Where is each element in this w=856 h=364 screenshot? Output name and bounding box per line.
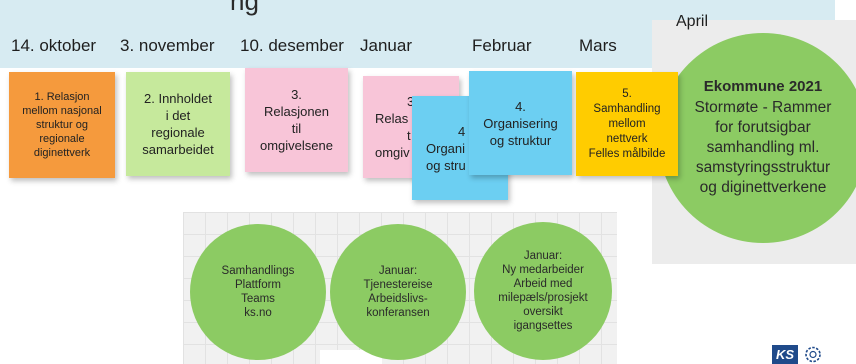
circle-text: konferansen (366, 307, 430, 319)
timeline-label-april: April (676, 13, 709, 30)
grid-gap (320, 350, 382, 364)
note-text: nettverk (606, 132, 648, 145)
note-text: 4 (458, 123, 466, 139)
note-text: og stru (426, 157, 466, 173)
ekommune-title: Ekommune 2021 (703, 78, 823, 95)
note-text: diginettverk (33, 147, 91, 159)
circle-text: Januar: (523, 250, 563, 262)
circle-tjenestereise: Januar: Tjenestereise Arbeidslivs- konfe… (330, 224, 466, 360)
note-text: mellom nasjonal (22, 105, 102, 117)
ekommune-line: samhandling ml. (706, 139, 820, 156)
note-text: Organi (426, 140, 466, 156)
note-text: Relasjonen (263, 104, 330, 119)
note-text: Felles målbilde (588, 147, 666, 160)
note-text: Organisering (483, 115, 558, 131)
note-text: 3 (407, 94, 415, 109)
note-text: Samhandling (593, 102, 661, 115)
note-text: 1. Relasjon (34, 91, 90, 103)
timeline-label-november: 3. november (120, 36, 215, 55)
ks-logo-mark: KS (772, 345, 798, 364)
sticky-note-3: 3. Relasjonen til omgivelsene (245, 68, 348, 172)
timeline-label-januar: Januar (360, 36, 412, 55)
note-text: regionale (151, 125, 205, 140)
note-text: omgiv (375, 145, 410, 160)
note-text: t (407, 128, 411, 143)
circle-text: Teams (241, 293, 275, 305)
circle-text: Tjenestereise (363, 279, 433, 291)
circle-text: Plattform (234, 279, 281, 291)
ks-logo: KS (772, 343, 832, 364)
note-text: Relas (375, 111, 409, 126)
note-text: i det (165, 108, 191, 123)
circle-text: Arbeidslivs- (368, 293, 428, 305)
circle-text: igangsettes (513, 320, 573, 332)
timeline-label-oktober: 14. oktober (11, 36, 97, 55)
note-text: til (291, 121, 302, 136)
circle-text: Ny medarbeider (502, 264, 584, 276)
ekommune-line: og diginettverkene (699, 179, 827, 196)
note-text: omgivelsene (260, 138, 333, 153)
sticky-note-4: 4. Organisering og struktur (469, 71, 572, 175)
circle-text: Januar: (378, 265, 418, 277)
circle-text: Arbeid med (513, 278, 573, 290)
sticky-note-2: 2. Innholdet i det regionale samarbeidet (126, 72, 230, 176)
ekommune-line: samstyringsstruktur (695, 159, 831, 176)
timeline-label-mars: Mars (579, 36, 617, 55)
note-text: 2. Innholdet (144, 91, 212, 106)
timeline-label-februar: Februar (472, 36, 532, 55)
circle-ny-medarbeider: Januar: Ny medarbeider Arbeid med milepæ… (474, 222, 612, 360)
note-text: 3. (291, 87, 302, 102)
note-text: struktur og (36, 119, 88, 131)
ekommune-line: Stormøte - Rammer (694, 99, 832, 116)
circle-text: Samhandlings (221, 265, 295, 277)
note-text: samarbeidet (142, 142, 214, 157)
ekommune-line: for forutsigbar (715, 119, 811, 136)
note-text: og struktur (489, 132, 552, 148)
timeline-label-desember: 10. desember (240, 36, 344, 55)
circle-samhandlingsplattform: Samhandlings Plattform Teams ks.no (190, 224, 326, 360)
ks-emblem-icon (805, 346, 821, 363)
circle-text: milepæls/prosjekt (498, 292, 588, 304)
circle-text: oversikt (523, 306, 563, 318)
circle-text: ks.no (244, 307, 272, 319)
sticky-note-1: 1. Relasjon mellom nasjonal struktur og … (9, 72, 115, 178)
note-text: mellom (608, 117, 646, 130)
ekommune-circle: Ekommune 2021 Stormøte - Rammer for foru… (658, 33, 856, 243)
sticky-note-5: 5. Samhandling mellom nettverk Felles må… (576, 72, 678, 176)
note-text: regionale (39, 133, 85, 145)
note-text: 4. (515, 98, 526, 114)
note-text: 5. (622, 87, 632, 100)
banner-title-fragment: ng (230, 0, 259, 16)
